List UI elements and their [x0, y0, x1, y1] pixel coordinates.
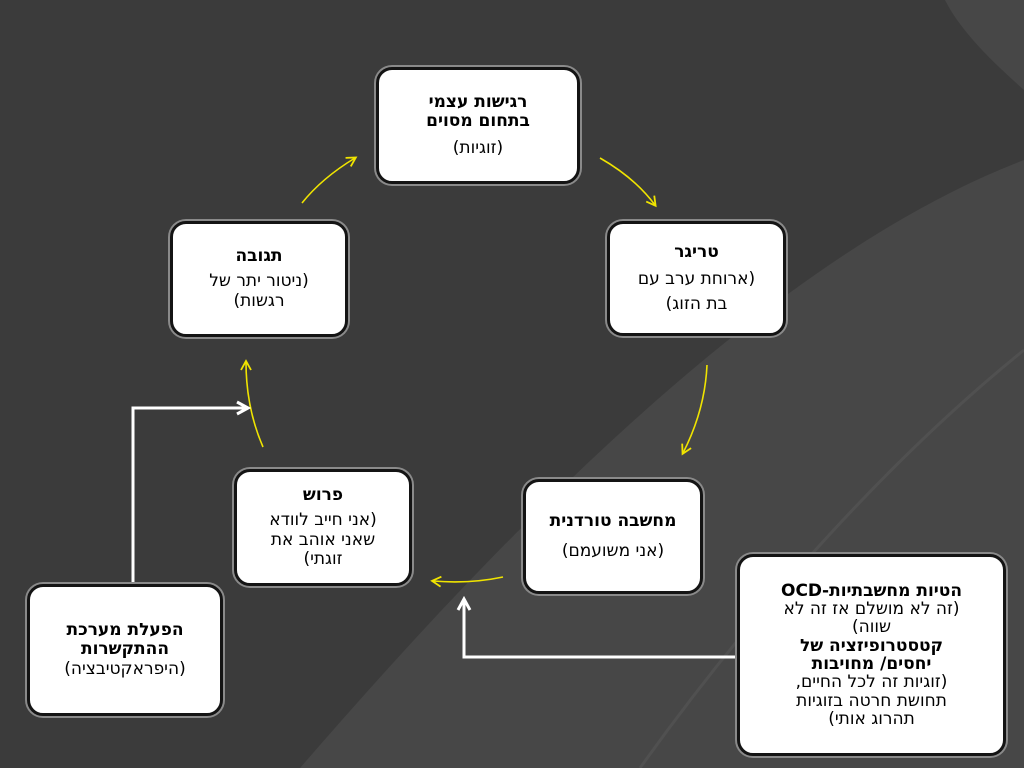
node-ocd-errors-sub2-line1: (זוגיות זה לכל החיים,	[795, 672, 948, 693]
node-interpretation-sub-line3: זוגתי)	[303, 548, 343, 569]
node-interpretation: פרוש (אני חייב לוודא שאני אוהב את זוגתי)	[234, 469, 412, 586]
node-ocd-errors: הטיות מחשבתיות-OCD (זה לא מושלם אז זה לא…	[737, 554, 1006, 756]
node-ocd-errors-sub2-line3: תהרוג אותי)	[828, 709, 915, 730]
node-self-sensitivity: רגישות עצמי בתחום מסוים (זוגיות)	[376, 67, 580, 184]
node-interpretation-sub-line2: שאני אוהב את	[270, 529, 376, 550]
node-intrusive-thought-sub: (אני משועמם)	[561, 540, 665, 561]
node-ocd-errors-sub1-line1: (זה לא מושלם אז זה לא	[783, 598, 960, 619]
node-trigger-sub-line2: בת הזוג)	[665, 294, 728, 315]
node-alarm-system-title-line1: הפעלת מערכת	[66, 620, 184, 641]
node-intrusive-thought-title: מחשבה טורדנית	[549, 511, 677, 532]
node-trigger: טריגר (ארוחת ערב עם בת הזוג)	[607, 221, 786, 336]
node-response-sub-line2: רגשות)	[233, 290, 285, 311]
node-trigger-sub-line1: (ארוחת ערב עם	[637, 268, 756, 289]
node-self-sensitivity-title-line2: בתחום מסוים	[426, 110, 530, 131]
node-ocd-errors-title2-line2: יחסים/ מחויבות	[811, 654, 932, 674]
node-ocd-errors-sub2-line2: תחושת חרטה בזוגיות	[796, 690, 947, 711]
node-response-title: תגובה	[235, 246, 283, 267]
node-ocd-errors-sub1-line2: שווה)	[851, 617, 892, 638]
node-interpretation-title: פרוש	[302, 485, 344, 506]
background-arc-edge	[638, 348, 1024, 768]
node-alarm-system-title-line2: ההתקשרות	[80, 639, 170, 660]
node-ocd-errors-title: הטיות מחשבתיות-OCD	[781, 580, 963, 601]
node-intrusive-thought: מחשבה טורדנית (אני משועמם)	[523, 479, 703, 594]
node-self-sensitivity-title-line1: רגישות עצמי	[428, 91, 528, 112]
node-response: תגובה (ניטור יתר של רגשות)	[170, 221, 348, 337]
node-response-sub-line1: (ניטור יתר של	[209, 271, 309, 292]
node-alarm-system-sub: (היפראקטיבציה)	[64, 658, 186, 679]
background-arc-small	[945, 0, 1024, 90]
node-trigger-title: טריגר	[674, 241, 719, 262]
node-ocd-errors-title2-line1: קטסטרופיזציה של	[799, 635, 944, 656]
node-interpretation-sub-line1: (אני חייב לוודא	[269, 510, 377, 531]
node-alarm-system: הפעלת מערכת ההתקשרות (היפראקטיבציה)	[27, 584, 223, 716]
node-self-sensitivity-sub: (זוגיות)	[452, 138, 504, 159]
